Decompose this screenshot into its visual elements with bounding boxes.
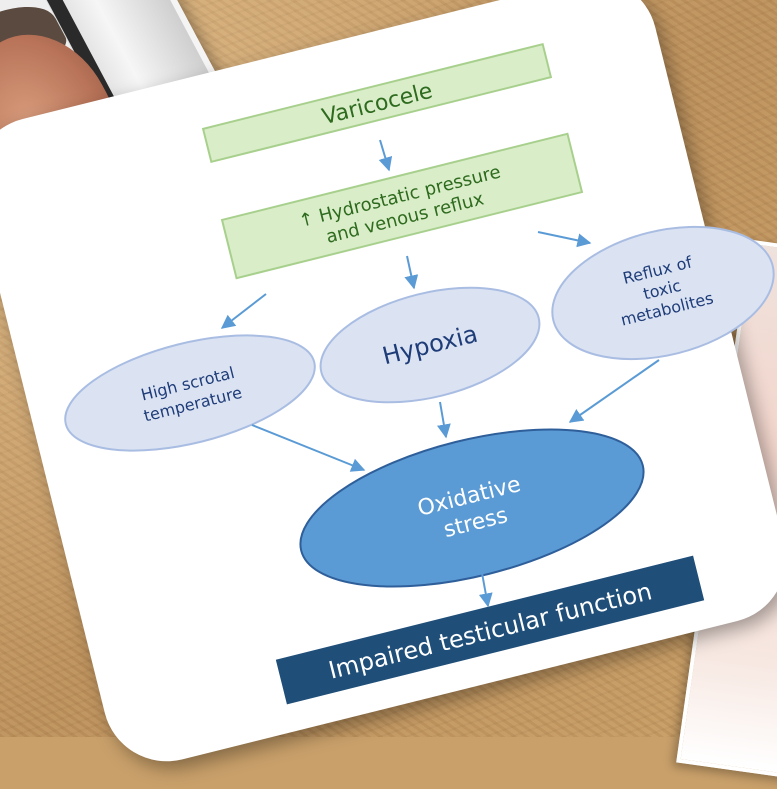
temperature-node: High scrotal temperature (64, 334, 316, 452)
reflux-node: Reflux of toxic metabolites (551, 225, 775, 361)
arrow-pressure-to-temperature (220, 293, 267, 329)
arrow-pressure-to-hypoxia (404, 255, 419, 290)
arrow-pressure-to-reflux (537, 231, 592, 248)
arrow-varicocele-to-pressure (378, 139, 393, 172)
arrows (220, 139, 660, 608)
varicocele-node: Varicocele (201, 42, 553, 164)
oxidative-node: Oxidative stress (299, 428, 645, 588)
flow-diagram: Varicocele ↑ Hydrostatic pressure and ve… (64, 42, 775, 705)
arrow-oxidative-to-impaired (478, 572, 493, 608)
reflux-ellipse (551, 225, 775, 361)
hypoxia-ellipse (319, 286, 541, 404)
impaired-label: Impaired testicular function (326, 577, 655, 685)
hypoxia-node: Hypoxia (319, 286, 541, 404)
arrow-reflux-to-oxidative (568, 359, 660, 423)
pressure-node: ↑ Hydrostatic pressure and venous reflux (220, 132, 584, 280)
oxidative-ellipse (299, 428, 645, 588)
impaired-box (275, 555, 705, 705)
arrow-hypoxia-to-oxidative (436, 401, 451, 439)
temperature-ellipse (64, 334, 316, 452)
arrow-temperature-to-oxidative (251, 424, 366, 472)
pressure-box (220, 132, 584, 280)
varicocele-box (201, 42, 553, 164)
